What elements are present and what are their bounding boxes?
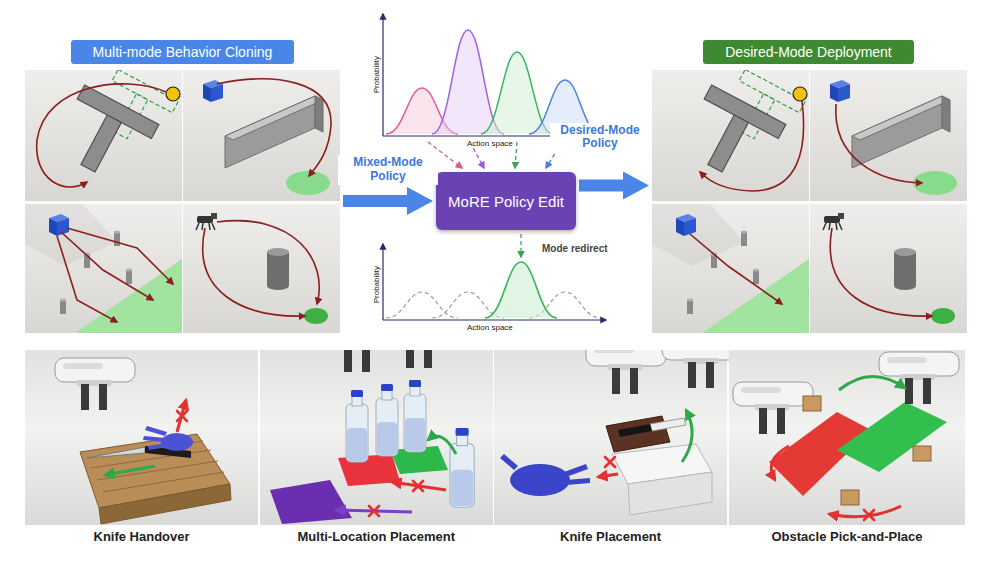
knife-blade (87, 447, 145, 458)
annotation: Mode redirect (540, 243, 610, 255)
push-t-panel (652, 70, 809, 201)
knife-handover-photo (25, 350, 258, 525)
water-bottle (450, 428, 474, 507)
y-axis (382, 14, 383, 136)
peg-panel (652, 204, 809, 333)
quadruped-panel (183, 204, 340, 333)
faded-mode-curve (386, 292, 458, 318)
water-bottle (404, 380, 426, 452)
robot-gripper (733, 382, 813, 434)
flow-arrow (579, 180, 631, 192)
desired-mode-curve (485, 262, 557, 318)
wood-block (606, 416, 670, 452)
wicker-box-front (99, 484, 231, 524)
wood-block (841, 490, 859, 505)
trajectory (830, 228, 932, 316)
axis-label: Probability (372, 265, 381, 302)
section-panel: Desired-Mode Deployment (652, 38, 965, 333)
axis-label: Probability (372, 55, 381, 92)
desired-arrow (105, 466, 155, 475)
robot-gripper (879, 352, 959, 404)
robot-gripper (662, 350, 730, 388)
trajectory (700, 101, 804, 191)
x-axis (383, 319, 606, 320)
knife-handle (618, 424, 652, 437)
rejected-arrow (598, 474, 618, 477)
cross-mark (369, 506, 379, 516)
desired-arrow (682, 410, 692, 462)
purple-mat (270, 480, 352, 524)
glove-fingers (143, 426, 167, 450)
green-region (837, 402, 947, 472)
robot-gripper (380, 350, 460, 368)
trajectory (67, 228, 173, 284)
cross-mark (864, 510, 874, 520)
cross-mark (413, 481, 423, 491)
glove (510, 464, 570, 496)
water-bottle (346, 390, 368, 462)
wall-panel (183, 70, 340, 201)
trajectory (203, 228, 305, 316)
robot-gripper (318, 350, 398, 372)
multi-location-photo (260, 350, 493, 525)
trajectory (57, 236, 117, 322)
caption: Knife Placement (560, 530, 661, 545)
glove (161, 433, 193, 451)
rejected-arrow (392, 482, 446, 490)
knife-placement-photo (494, 350, 730, 525)
cross-mark (605, 457, 615, 467)
peg-panel (25, 204, 182, 333)
section-banner: Multi-mode Behavior Cloning (71, 40, 295, 64)
water-bottle (376, 384, 398, 456)
section-banner: Desired-Mode Deployment (703, 40, 914, 64)
flow-arrow (343, 195, 415, 207)
caption: Multi-Location Placement (298, 530, 455, 545)
trajectory (217, 79, 331, 176)
trajectories (690, 101, 932, 316)
desired-arrow (839, 376, 905, 390)
trajectory (61, 232, 153, 300)
glove-fingers (500, 454, 590, 485)
cross-mark (177, 411, 187, 421)
trajectory (37, 84, 166, 187)
y-axis (382, 244, 383, 320)
trajectory (217, 221, 319, 304)
holder-front (628, 472, 712, 515)
trajectory (836, 104, 922, 183)
multi-mode-grid (25, 70, 340, 333)
push-t-panel (25, 70, 182, 201)
robot-gripper (586, 350, 666, 394)
box-label: MoRE Policy Edit (448, 193, 564, 210)
robot-gripper (55, 358, 135, 410)
redirect-arrow (520, 234, 521, 257)
knife-blade (650, 418, 686, 431)
axis-label: Action space (465, 139, 515, 148)
photo-ground (25, 350, 258, 525)
trajectory (690, 234, 782, 304)
process-box: MoRE Policy Edit (436, 172, 576, 230)
wood-block (803, 396, 821, 411)
trajectories (37, 79, 331, 322)
edge-label: Mixed-Mode Policy (338, 155, 438, 185)
desired-arrow (428, 436, 456, 454)
mode-arrow (515, 142, 517, 168)
obstacle-photo (729, 350, 965, 525)
rejected-arrow (177, 400, 186, 432)
rejected-arrow (771, 446, 789, 480)
desired-mode-grid (652, 70, 967, 333)
photo-ground (729, 350, 965, 525)
wall-panel (810, 70, 967, 201)
caption: Knife Handover (94, 530, 190, 545)
quadruped-panel (810, 204, 967, 333)
caption: Obstacle Pick-and-Place (772, 530, 923, 545)
axis-label: Action space (465, 323, 515, 332)
edge-label: Desired-Mode Policy (550, 123, 650, 153)
section-panel: Multi-mode Behavior Cloning (25, 38, 340, 333)
wood-block (913, 446, 931, 461)
photo-ground (260, 350, 493, 525)
